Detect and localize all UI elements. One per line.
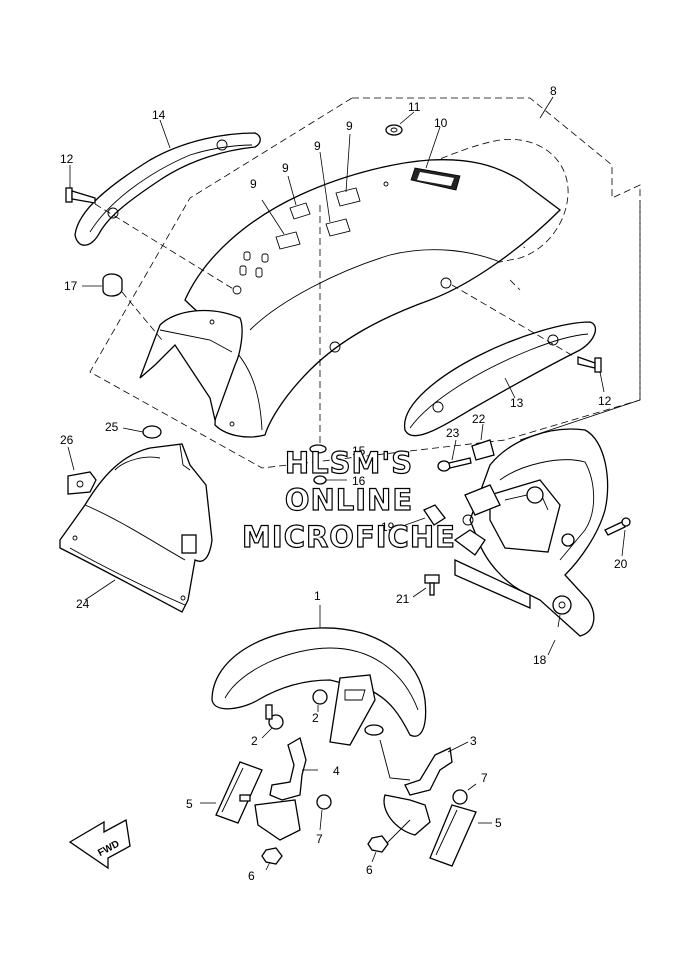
callout-13: 13 xyxy=(510,396,524,410)
bolt-2-left xyxy=(261,704,284,739)
callout-7: 7 xyxy=(316,832,323,846)
grommet-15 xyxy=(309,444,327,454)
bolt-7-right xyxy=(452,783,477,805)
rear-fender-group xyxy=(89,96,641,469)
callout-15: 15 xyxy=(352,444,366,458)
screw-20 xyxy=(604,517,631,557)
fender-stay-left xyxy=(269,737,318,801)
bolt-2-right xyxy=(312,689,328,712)
watermark-line3: MICROFICHE xyxy=(242,520,456,554)
callout-26: 26 xyxy=(60,433,74,447)
bolt-12-right xyxy=(577,356,605,393)
bracket-22 xyxy=(471,423,495,461)
screw-23 xyxy=(437,439,472,472)
callout-10: 10 xyxy=(434,116,448,130)
callout-1: 1 xyxy=(314,589,321,603)
callout-11: 11 xyxy=(408,100,421,114)
callout-12: 12 xyxy=(60,152,74,166)
tail-light-bracket xyxy=(454,428,609,656)
grommet xyxy=(385,124,403,136)
callout-8: 8 xyxy=(550,84,557,98)
callout-22: 22 xyxy=(472,412,486,426)
watermark-line1: HLSM'S xyxy=(285,446,413,480)
callout-9: 9 xyxy=(314,139,321,153)
screw-25 xyxy=(122,425,162,439)
callout-2: 2 xyxy=(251,734,258,748)
callout-9: 9 xyxy=(282,161,289,175)
bolt-small xyxy=(239,794,251,802)
label-sticker-9b xyxy=(289,202,311,220)
callout-9: 9 xyxy=(250,177,257,191)
callout-9: 9 xyxy=(346,119,353,133)
label-sticker-9c xyxy=(325,218,351,237)
bolt-7-left xyxy=(316,794,332,831)
callout-24: 24 xyxy=(76,597,90,611)
rear-flap xyxy=(59,443,213,613)
watermark: HLSM'S ONLINE MICROFICHE xyxy=(241,445,456,554)
callout-5: 5 xyxy=(186,797,193,811)
label-sticker-9d xyxy=(335,187,361,207)
clip-26 xyxy=(67,446,97,495)
rear-fender xyxy=(184,159,561,438)
callout-3: 3 xyxy=(470,734,477,748)
side-rail-right xyxy=(404,284,597,437)
callout-7: 7 xyxy=(481,771,488,785)
callout-2: 2 xyxy=(312,711,319,725)
bolt-12-left xyxy=(65,165,236,291)
nut-6-left xyxy=(261,847,283,871)
grommet-17 xyxy=(82,273,163,341)
callout-6: 6 xyxy=(366,863,373,877)
callout-5: 5 xyxy=(495,816,502,830)
callout-labels: 1 2 2 3 4 5 5 6 6 7 7 8 9 9 9 9 10 11 12… xyxy=(60,84,628,883)
label-sticker-9a xyxy=(275,231,301,250)
callout-17: 17 xyxy=(64,279,78,293)
side-rail-left xyxy=(74,119,261,246)
reflector-bracket-left xyxy=(254,799,301,841)
clip-19 xyxy=(399,484,501,556)
callout-6: 6 xyxy=(248,869,255,883)
callout-18: 18 xyxy=(533,653,547,667)
reflector-bracket-right xyxy=(383,794,431,836)
watermark-line2: ONLINE xyxy=(285,483,413,517)
callout-23: 23 xyxy=(446,426,460,440)
screw-21 xyxy=(412,574,440,598)
fender-stay-right xyxy=(379,739,469,796)
callout-21: 21 xyxy=(396,592,410,606)
callout-14: 14 xyxy=(152,108,166,122)
nut-6-right xyxy=(367,835,389,863)
bolt-16 xyxy=(313,475,347,485)
front-fender xyxy=(211,605,427,746)
reflector-left xyxy=(200,761,263,824)
callout-19: 19 xyxy=(381,520,395,534)
callout-25: 25 xyxy=(105,420,119,434)
fwd-arrow-icon: FWD xyxy=(68,818,131,870)
callout-20: 20 xyxy=(614,557,628,571)
callout-12: 12 xyxy=(598,394,612,408)
callout-16: 16 xyxy=(352,474,366,488)
callout-4: 4 xyxy=(333,764,340,778)
reflector-right xyxy=(429,804,492,867)
